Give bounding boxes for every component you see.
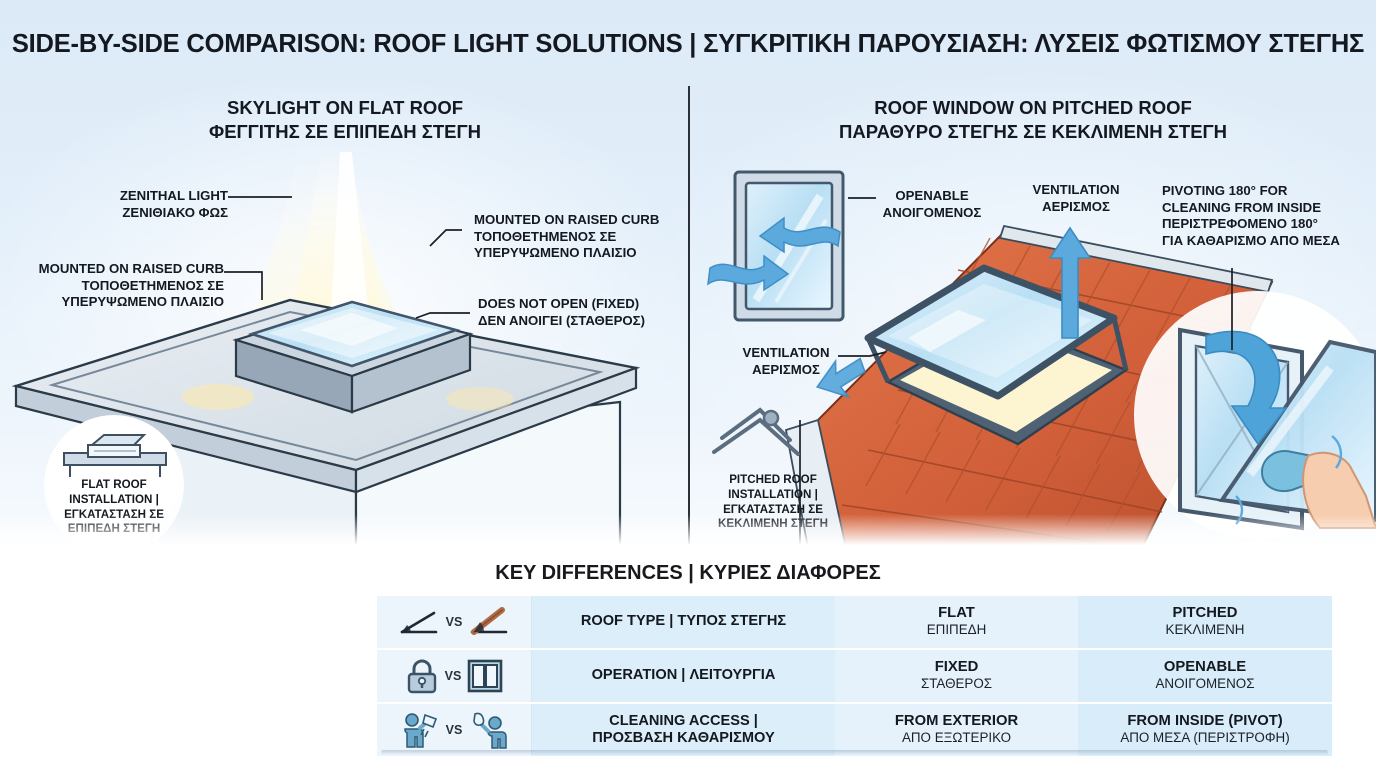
row-label: OPERATION | ΛΕΙΤΟΥΡΓΙΑ <box>591 667 776 684</box>
pitched-roof-pictogram <box>712 407 800 456</box>
label-ventilation-side: VENTILATION ΑΕΡΙΣΜΟΣ <box>742 345 830 377</box>
label-does-not-open-fixed: DOES NOT OPEN (FIXED) ΔΕΝ ΑΝΟΙΓΕΙ (ΣΤΑΘΕ… <box>478 296 645 328</box>
right-panel-title: ROOF WINDOW ON PITCHED ROOF ΠΑΡΑΘΥΡΟ ΣΤΕ… <box>690 96 1376 145</box>
row-label-cell: ROOF TYPE | ΤΥΠΟΣ ΣΤΕΓΗΣ <box>532 596 835 648</box>
page-title: SIDE-BY-SIDE COMPARISON: ROOF LIGHT SOLU… <box>11 30 1365 58</box>
lock-icon <box>407 659 436 694</box>
table-row: VS ROOF TYPE | ΤΥΠΟΣ ΣΤΕΓΗΣ FLAT ΕΠΙΠΕΔΗ… <box>377 596 1332 648</box>
vs-label: VS <box>445 615 463 629</box>
label-mounted-raised-curb-right: MOUNTED ON RAISED CURB ΤΟΠΟΘΕΤΗΜΕΝΟΣ ΣΕ … <box>474 212 660 261</box>
row-value-a-el: ΣΤΑΘΕΡΟΣ <box>920 676 993 692</box>
row-value-b-en: PITCHED <box>1172 605 1238 622</box>
person-cleaning-inside-icon <box>473 712 508 749</box>
illustration-area: SKYLIGHT ON FLAT ROOF ΦΕΓΓΙΤΗΣ ΣΕ ΕΠΙΠΕΔ… <box>0 0 1376 548</box>
key-differences-title: KEY DIFFERENCES | ΚΥΡΙΕΣ ΔΙΑΦΟΡΕΣ <box>0 562 1376 585</box>
row-label-cell: CLEANING ACCESS | ΠΡΟΣΒΑΣΗ ΚΑΘΑΡΙΣΜΟΥ <box>532 704 835 756</box>
table-row: VS CLEANING ACCESS | ΠΡΟΣΒΑΣΗ ΚΑΘΑΡΙΣΜΟΥ… <box>377 704 1332 756</box>
label-zenithal-light: ZENITHAL LIGHT ΖΕΝΙΘΙΑΚΟ ΦΩΣ <box>119 188 228 220</box>
airflow-arrows <box>707 216 841 292</box>
left-panel-title-en: SKYLIGHT ON FLAT ROOF <box>226 97 464 118</box>
label-ventilation-top: VENTILATION ΑΕΡΙΣΜΟΣ <box>1032 182 1120 214</box>
row-value-b-en: OPENABLE <box>1163 659 1247 676</box>
right-panel-title-en: ROOF WINDOW ON PITCHED ROOF <box>874 97 1192 118</box>
openable-window-icon-large <box>733 170 845 322</box>
pitched-roof-installation-caption: PITCHED ROOF INSTALLATION | ΕΓΚΑΤΑΣΤΑΣΗ … <box>718 473 828 531</box>
ventilation-arrows <box>815 226 1092 399</box>
row-icon-cell: VS <box>377 596 532 648</box>
label-pivoting-180-cleaning: PIVOTING 180° FOR CLEANING FROM INSIDE Π… <box>1162 183 1340 248</box>
row-value-b-el: ΑΠΟ ΜΕΣΑ (ΠΕΡΙΣΤΡΟΦΗ) <box>1120 730 1290 746</box>
flat-roof-installation-caption: FLAT ROOF INSTALLATION | ΕΓΚΑΤΑΣΤΑΣΗ ΣΕ … <box>64 478 164 536</box>
key-differences-table: VS ROOF TYPE | ΤΥΠΟΣ ΣΤΕΓΗΣ FLAT ΕΠΙΠΕΔΗ… <box>377 596 1332 756</box>
flat-angle-icon <box>400 611 437 634</box>
row-label-line2: ΠΡΟΣΒΑΣΗ ΚΑΘΑΡΙΣΜΟΥ <box>592 730 775 746</box>
row-value-b-cell: PITCHED ΚΕΚΛΙΜΕΝΗ <box>1078 596 1332 648</box>
left-leader-lines <box>224 196 470 319</box>
table-shadow <box>381 750 1328 755</box>
key-differences-title-en: KEY DIFFERENCES <box>495 562 683 584</box>
row-value-b-cell: OPENABLE ΑΝΟΙΓΟΜΕΝΟΣ <box>1078 650 1332 702</box>
open-window-icon <box>468 659 503 693</box>
pitched-angle-icon <box>471 607 508 635</box>
row-value-a-el: ΕΠΙΠΕΔΗ <box>926 622 987 638</box>
flat-roof-pictogram <box>63 434 167 477</box>
row-value-a-cell: FROM EXTERIOR ΑΠΟ ΕΞΩΤΕΡΙΚΟ <box>835 704 1078 756</box>
row-value-b-cell: FROM INSIDE (PIVOT) ΑΠΟ ΜΕΣΑ (ΠΕΡΙΣΤΡΟΦΗ… <box>1078 704 1332 756</box>
left-panel-title-el: ΦΕΓΓΙΤΗΣ ΣΕ ΕΠΙΠΕΔΗ ΣΤΕΓΗ <box>209 121 481 143</box>
row-label-cell: OPERATION | ΛΕΙΤΟΥΡΓΙΑ <box>532 650 835 702</box>
row-value-a-cell: FIXED ΣΤΑΘΕΡΟΣ <box>835 650 1078 702</box>
panel-divider <box>688 86 690 544</box>
person-cleaning-outside-icon <box>403 713 437 748</box>
vs-label: VS <box>445 723 463 737</box>
row-value-b-en: FROM INSIDE (PIVOT) <box>1127 713 1283 730</box>
row-label: ROOF TYPE | ΤΥΠΟΣ ΣΤΕΓΗΣ <box>580 613 787 630</box>
pivot-cleaning-inset <box>1134 291 1376 539</box>
row-icon-cell: VS <box>377 704 532 756</box>
row-value-a-cell: FLAT ΕΠΙΠΕΔΗ <box>835 596 1078 648</box>
row-value-a-en: FIXED <box>934 659 979 676</box>
left-panel-title: SKYLIGHT ON FLAT ROOF ΦΕΓΓΙΤΗΣ ΣΕ ΕΠΙΠΕΔ… <box>0 96 690 145</box>
row-value-a-el: ΑΠΟ ΕΞΩΤΕΡΙΚΟ <box>901 730 1012 746</box>
row-value-b-el: ΑΝΟΙΓΟΜΕΝΟΣ <box>1155 676 1255 692</box>
vs-label: VS <box>444 669 462 683</box>
row-value-a-en: FLAT <box>938 605 975 622</box>
label-mounted-raised-curb-left: MOUNTED ON RAISED CURB ΤΟΠΟΘΕΤΗΜΕΝΟΣ ΣΕ … <box>38 261 224 310</box>
key-differences-title-sep: | <box>682 562 700 584</box>
row-label: CLEANING ACCESS | <box>609 712 758 729</box>
row-icon-cell: VS <box>377 650 532 702</box>
label-openable: OPENABLE ΑΝΟΙΓΟΜΕΝΟΣ <box>882 188 982 220</box>
table-row: VS OPERATION | ΛΕΙΤΟΥΡΓΙΑ FIXED ΣΤΑΘΕΡΟΣ… <box>377 650 1332 702</box>
row-value-a-en: FROM EXTERIOR <box>894 713 1019 730</box>
skylight-flat-roof-illustration <box>11 150 641 548</box>
row-value-b-el: ΚΕΚΛΙΜΕΝΗ <box>1165 622 1245 638</box>
illustration-vector-layer <box>11 150 1376 548</box>
key-differences-title-el: ΚΥΡΙΕΣ ΔΙΑΦΟΡΕΣ <box>699 562 881 584</box>
right-panel-title-el: ΠΑΡΑΘΥΡΟ ΣΤΕΓΗΣ ΣΕ ΚΕΚΛΙΜΕΝΗ ΣΤΕΓΗ <box>838 121 1228 143</box>
